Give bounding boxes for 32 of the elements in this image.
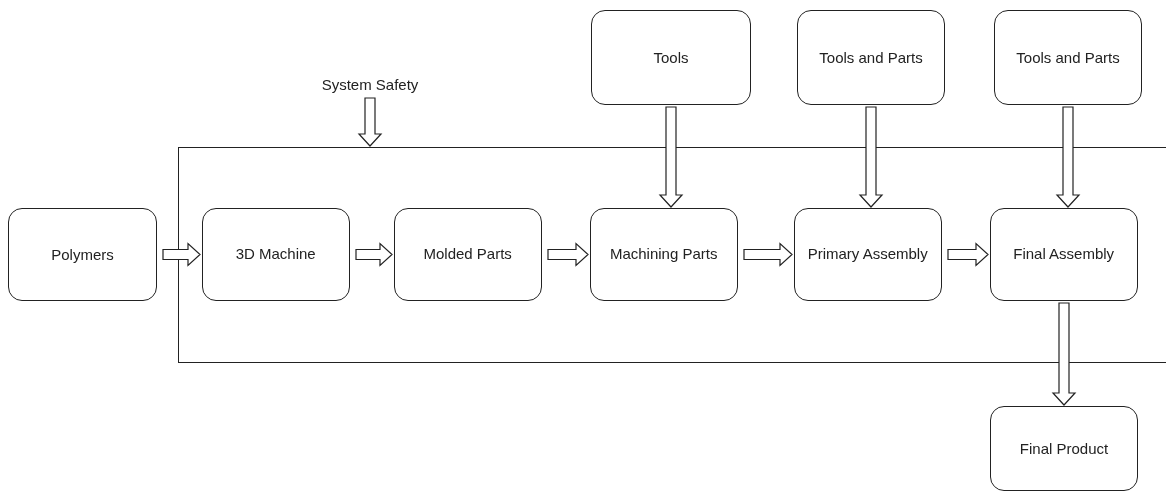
block-arrow (357, 97, 383, 147)
block-arrow (658, 106, 684, 208)
block-arrow (162, 242, 201, 267)
node-label: Final Product (1019, 438, 1109, 459)
process-box (393, 207, 542, 301)
block-arrow (1051, 302, 1077, 406)
process-box (8, 208, 157, 301)
node-label: Final Assembly (1013, 244, 1115, 265)
node-label: 3D Machine (235, 244, 316, 265)
node-label: Polymers (51, 244, 114, 265)
block-arrow (947, 242, 989, 267)
process-box (994, 10, 1142, 105)
system-boundary (178, 147, 1166, 363)
block-arrow (355, 242, 393, 267)
block-arrow (547, 242, 589, 267)
process-box (989, 207, 1138, 301)
node-label: Machining Parts (609, 244, 718, 265)
node-label: Tools and Parts (1016, 47, 1120, 68)
block-arrow (858, 106, 884, 208)
block-arrow (1055, 106, 1081, 208)
process-box (793, 207, 942, 301)
node-label: Tools and Parts (819, 47, 923, 68)
process-box (201, 207, 350, 301)
process-box (990, 406, 1138, 491)
process-box (591, 10, 751, 105)
block-arrow (743, 242, 793, 267)
process-box (797, 10, 945, 105)
node-label: System Safety (321, 75, 419, 95)
node-label: Primary Assembly (807, 244, 928, 265)
node-label: Tools (653, 47, 689, 68)
node-label: Molded Parts (423, 244, 512, 265)
process-box (589, 207, 738, 301)
